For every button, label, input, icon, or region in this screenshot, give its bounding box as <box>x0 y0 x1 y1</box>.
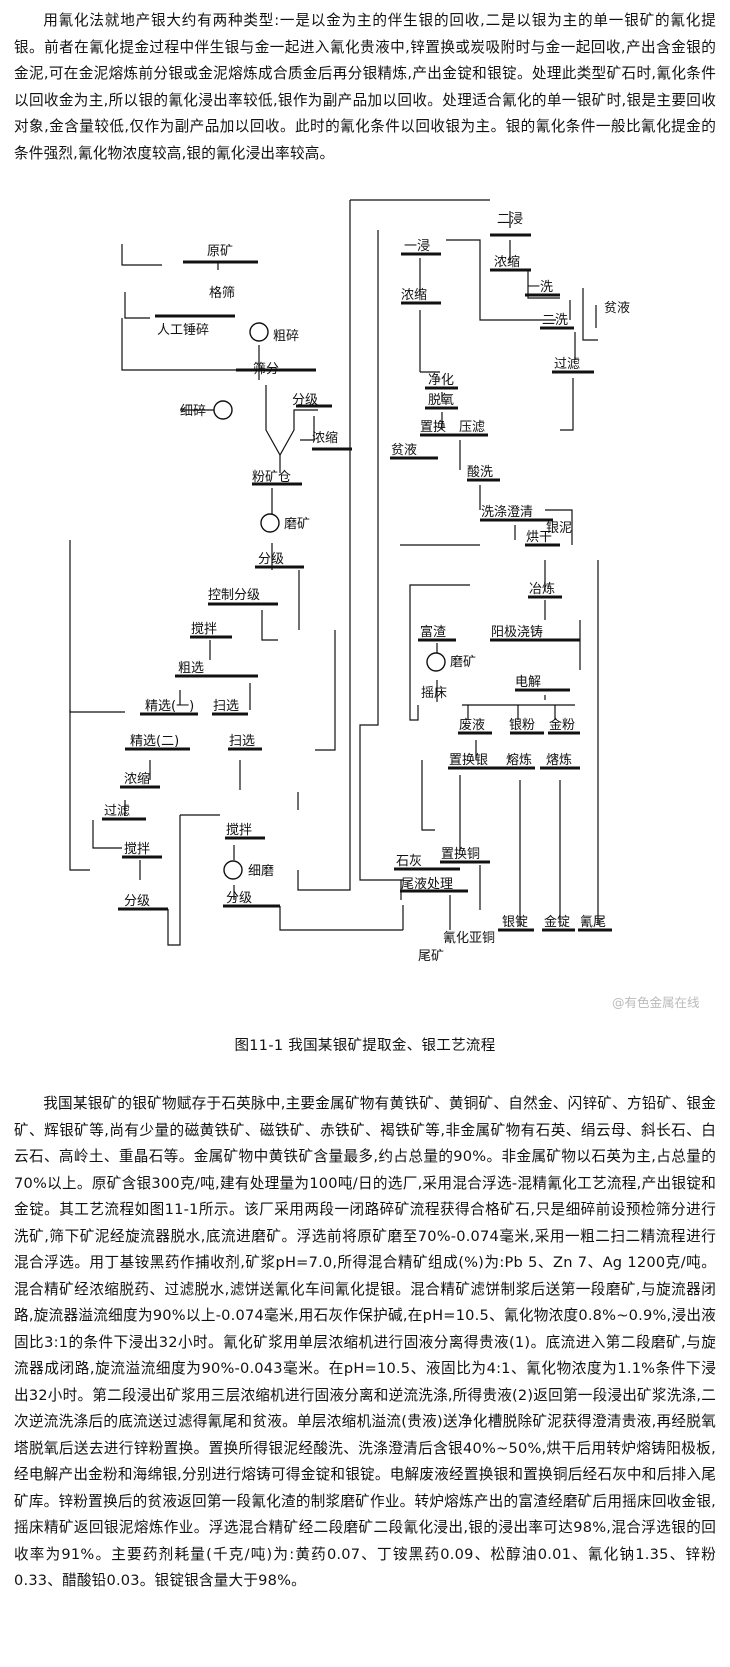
node-label: 石灰 <box>396 854 422 869</box>
flow-lines <box>69 199 612 946</box>
node-label: 阳极浇铸 <box>491 624 543 640</box>
node-label: 贫液 <box>604 300 630 316</box>
fine-crusher-icon <box>213 400 233 420</box>
node-label: 置换铜 <box>441 847 480 862</box>
node-label: 搅拌 <box>226 822 252 838</box>
process-flow-diagram: 原矿 格筛 人工锤碎 粗碎 筛分 细碎 分级 浓缩 粉矿仓 磨矿 分级 控制分级… <box>69 199 630 964</box>
node-label: 控制分级 <box>208 588 260 603</box>
node-label: 废液 <box>459 717 485 733</box>
node-label: 浓缩 <box>312 430 338 446</box>
node-label: 置换银 <box>449 753 488 768</box>
coarse-crusher-icon <box>249 322 269 342</box>
node-label: 尾矿 <box>418 949 444 964</box>
intro-paragraph: 用氰化法就地产银大约有两种类型:一是以金为主的伴生银的回收,二是以银为主的单一银… <box>14 12 716 162</box>
node-label: 细碎 <box>180 404 206 419</box>
node-label: 细磨 <box>248 864 274 879</box>
node-label: 净化 <box>428 373 454 388</box>
node-label: 分级 <box>124 894 150 909</box>
node-label: 二洗 <box>542 313 568 328</box>
node-label: 二浸 <box>497 212 523 227</box>
node-label: 氰尾 <box>580 914 606 930</box>
node-label: 金粉 <box>549 717 575 733</box>
node-label: 压滤 <box>459 420 485 435</box>
node-label: 银锭 <box>502 915 528 930</box>
node-label: 过滤 <box>104 804 130 819</box>
node-label: 粗选 <box>178 661 204 676</box>
node-label: 浓缩 <box>494 254 520 270</box>
slag-mill-icon <box>426 652 446 672</box>
node-label: 分级 <box>258 552 284 567</box>
node-label: 分级 <box>292 393 318 408</box>
node-label: 氰化亚铜 <box>443 930 495 946</box>
node-labels: 原矿 格筛 人工锤碎 粗碎 筛分 细碎 分级 浓缩 粉矿仓 磨矿 分级 控制分级… <box>104 212 630 964</box>
node-label: 筛分 <box>253 362 279 377</box>
node-label: 脱氧 <box>428 393 454 408</box>
node-label: 磨矿 <box>450 655 476 670</box>
node-label: 烘干 <box>526 530 552 545</box>
node-label: 扫选 <box>213 699 239 714</box>
node-label: 搅拌 <box>191 621 217 637</box>
ball-mill-icon <box>260 513 280 533</box>
node-label: 贫液 <box>391 442 417 458</box>
node-label: 磨矿 <box>284 517 310 532</box>
node-label: 电解 <box>515 675 541 690</box>
node-label: 银泥 <box>546 521 572 536</box>
node-label: 银粉 <box>509 718 535 733</box>
node-label: 摇床 <box>421 686 447 701</box>
node-label: 人工锤碎 <box>157 323 209 338</box>
node-label: 一洗 <box>527 280 553 295</box>
node-label: 原矿 <box>207 244 233 259</box>
node-label: 粉矿仓 <box>252 470 291 485</box>
node-label: 粗碎 <box>273 329 299 344</box>
node-label: 浓缩 <box>401 287 427 303</box>
regrind-mill-icon <box>223 860 243 880</box>
node-label: 置换 <box>420 420 446 435</box>
node-label: 金锭 <box>544 914 570 930</box>
node-label: 搅拌 <box>124 841 150 857</box>
body-paragraph: 我国某银矿的银矿物赋存于石英脉中,主要金属矿物有黄铁矿、黄铜矿、自然金、闪锌矿、… <box>14 1095 716 1589</box>
node-label: 精选(二) <box>130 734 179 749</box>
node-label: 分级 <box>226 891 252 906</box>
node-label: 尾液处理 <box>401 877 453 892</box>
node-label: 格筛 <box>209 285 235 301</box>
equipment-circles <box>213 322 446 880</box>
node-label: 冶炼 <box>529 582 555 597</box>
node-label: 洗涤澄清 <box>481 505 533 520</box>
watermark: @有色金属在线 <box>612 995 700 1010</box>
node-label: 酸洗 <box>467 465 493 480</box>
node-label: 熔炼 <box>506 753 532 768</box>
node-label: 富渣 <box>420 624 446 640</box>
figure-caption: 图11-1 我国某银矿提取金、银工艺流程 <box>234 1038 496 1054</box>
node-label: 熔炼 <box>546 753 572 768</box>
node-label: 浓缩 <box>124 771 150 787</box>
node-label: 过滤 <box>554 357 580 372</box>
node-label: 一浸 <box>404 239 430 254</box>
node-label: 精选(一) <box>145 699 194 714</box>
node-label: 扫选 <box>229 734 255 749</box>
